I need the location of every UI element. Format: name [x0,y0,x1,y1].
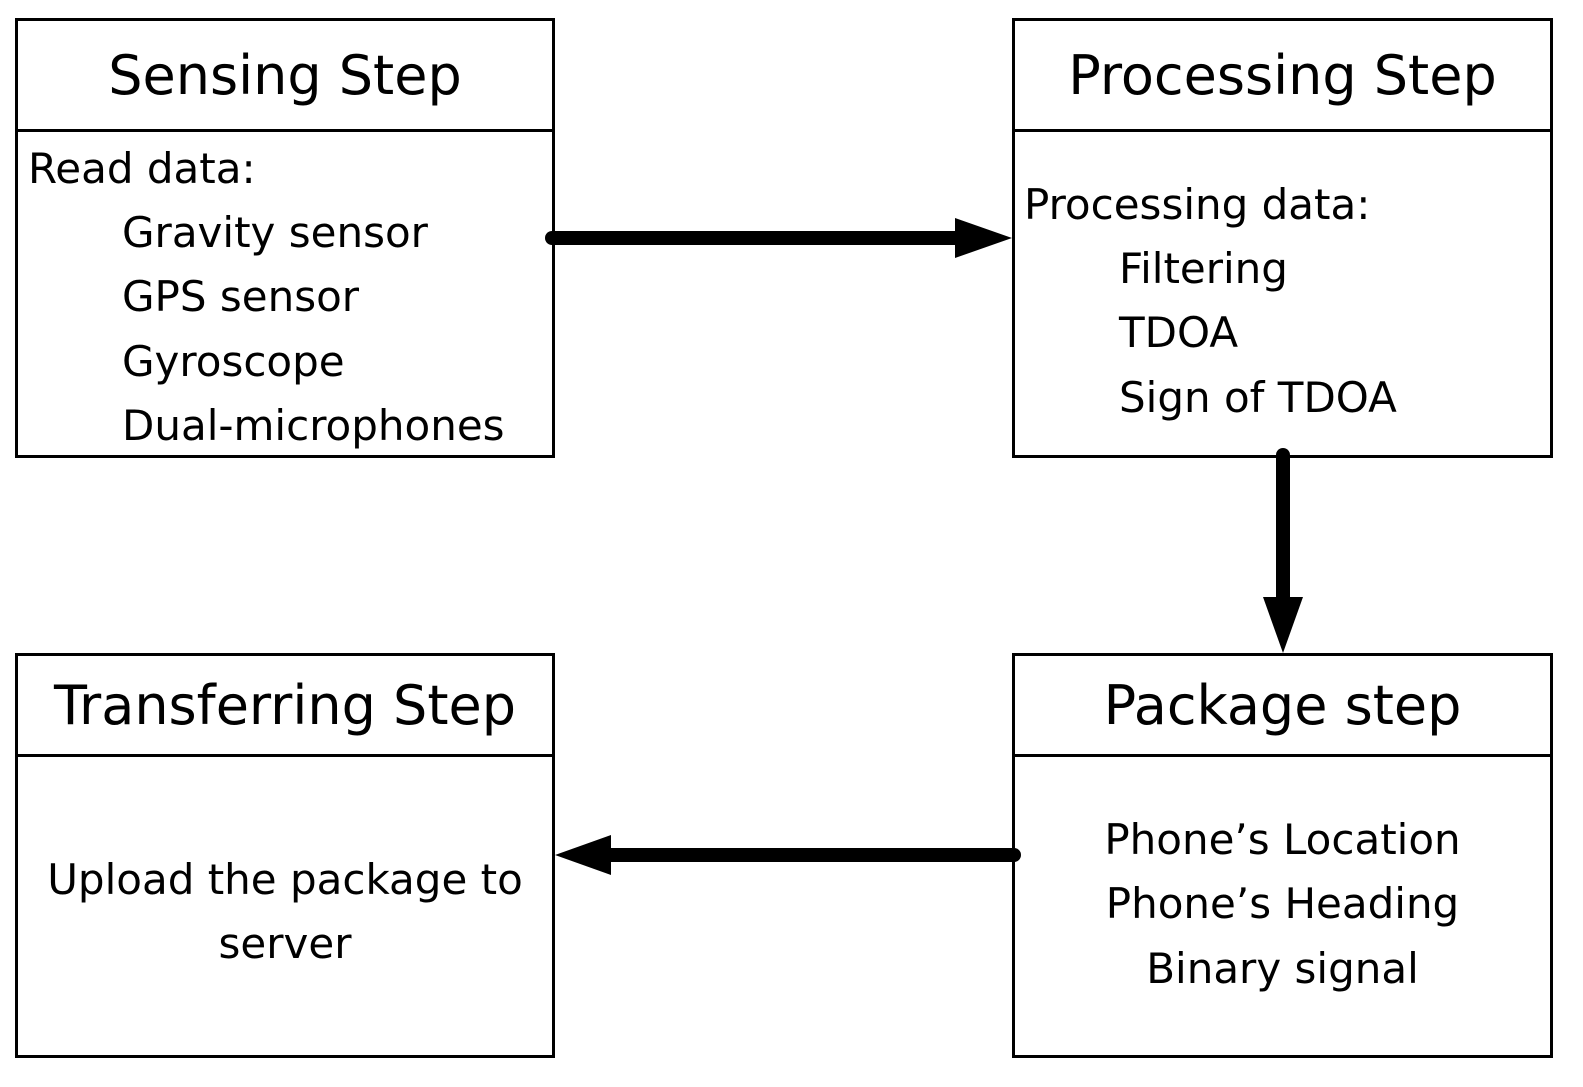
processing-heading: Processing data: [1024,180,1371,229]
arrow-package-to-transferring [555,835,1021,875]
sensing-heading: Read data: [28,144,256,193]
processing-step-body: Processing data: Filtering TDOA Sign of … [1015,132,1550,455]
package-step-title: Package step [1015,656,1550,757]
package-item-heading: Phone’s Heading [1105,879,1460,928]
processing-item-tdoa: TDOA [1119,308,1239,357]
sensing-item-gyroscope: Gyroscope [122,337,345,386]
sensing-item-microphones: Dual-microphones [122,401,505,450]
package-item-location: Phone’s Location [1104,815,1461,864]
sensing-step-title: Sensing Step [18,21,552,132]
transferring-line-1: Upload the package to [47,855,523,904]
sensing-step-body: Read data: Gravity sensor GPS sensor Gyr… [18,132,552,455]
arrow-processing-to-package [1263,448,1303,653]
transferring-step-title: Transferring Step [18,656,552,757]
processing-item-filtering: Filtering [1119,244,1288,293]
package-item-binary: Binary signal [1146,944,1419,993]
sensing-step-box: Sensing Step Read data: Gravity sensor G… [15,18,555,458]
sensing-item-gps: GPS sensor [122,272,360,321]
transferring-line-2: server [218,919,352,968]
processing-step-title: Processing Step [1015,21,1550,132]
package-step-body: Phone’s Location Phone’s Heading Binary … [1015,757,1550,1055]
sensing-item-gravity: Gravity sensor [122,208,428,257]
transferring-step-body: Upload the package to server [18,757,552,1055]
arrow-sensing-to-processing [545,218,1012,258]
transferring-step-box: Transferring Step Upload the package to … [15,653,555,1058]
processing-step-box: Processing Step Processing data: Filteri… [1012,18,1553,458]
processing-item-sign-tdoa: Sign of TDOA [1119,373,1397,422]
